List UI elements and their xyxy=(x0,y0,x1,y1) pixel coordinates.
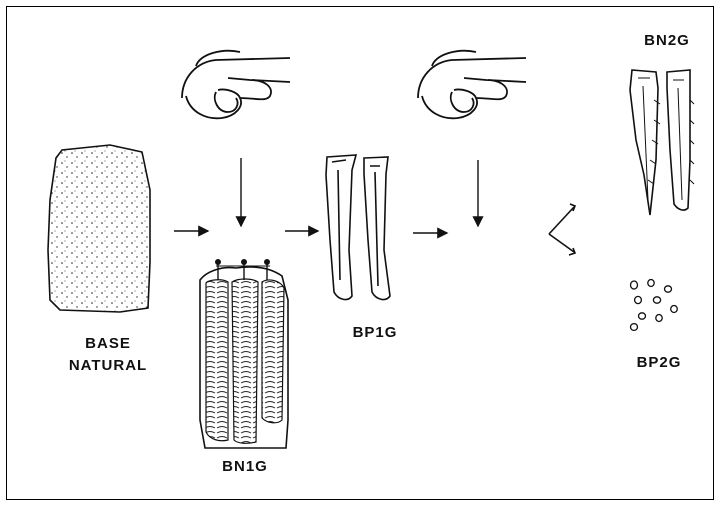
bn1g-core xyxy=(200,259,288,448)
label-bp1g: BP1G xyxy=(340,322,410,344)
label-bn1g: BN1G xyxy=(205,456,285,478)
hand-icon xyxy=(418,51,526,119)
bn2g-points xyxy=(630,70,694,215)
hand-icon xyxy=(182,51,290,119)
branch-arrow-icon xyxy=(549,204,575,255)
label-base-natural: BASE NATURAL xyxy=(58,333,158,377)
label-base: BASE xyxy=(58,333,158,355)
base-natural-stone xyxy=(48,145,150,312)
label-bp2g: BP2G xyxy=(624,352,694,374)
bp1g-blades xyxy=(326,155,390,299)
bp2g-flakes xyxy=(631,280,678,331)
label-bn2g: BN2G xyxy=(632,30,702,52)
label-natural: NATURAL xyxy=(58,355,158,377)
